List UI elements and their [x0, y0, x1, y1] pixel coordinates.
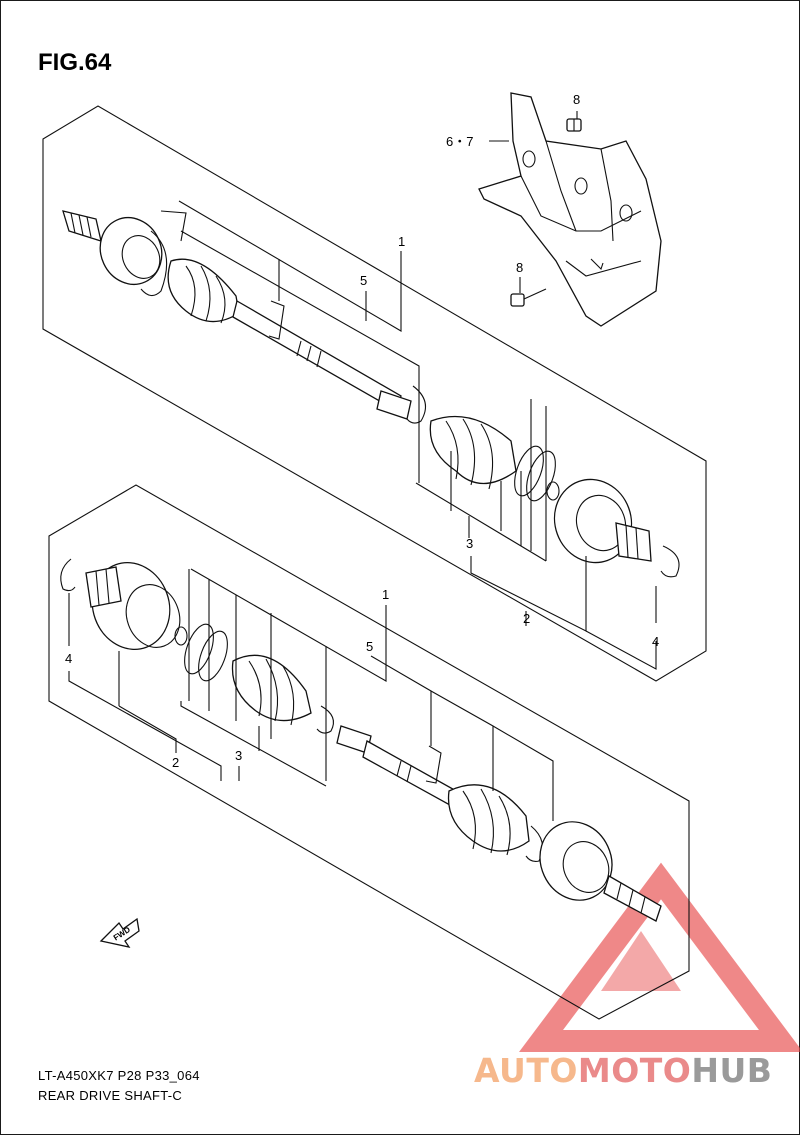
- upper-leader-lines: [178, 200, 657, 670]
- callout-lower-circlip: 4: [65, 651, 72, 666]
- bracket-bolt-bottom: [510, 277, 547, 307]
- callout-upper-joint-kit: 3: [466, 536, 473, 551]
- upper-outer-boot: [167, 258, 240, 324]
- upper-inner-joint: [553, 478, 652, 564]
- callout-lower-joint: 2: [172, 755, 179, 770]
- lower-circlip: [60, 558, 76, 592]
- lower-leader-lines: [68, 568, 554, 821]
- upper-inner-boot: [429, 415, 517, 490]
- lower-inner-joint: [85, 562, 181, 650]
- upper-inner-rings: [514, 445, 560, 502]
- lower-shaft-clip: [425, 745, 442, 784]
- watermark-text: AUTOMOTOHUB: [474, 1051, 772, 1090]
- callout-upper-joint: 2: [523, 611, 530, 626]
- callout-upper-circlip: 4: [652, 634, 659, 649]
- callout-lower-joint-kit: 3: [235, 748, 242, 763]
- upper-shaft-bar: [232, 300, 402, 412]
- upper-outer-spline: [62, 210, 102, 242]
- figure-caption: REAR DRIVE SHAFT-C: [38, 1088, 183, 1103]
- lower-inner-clip: [316, 705, 334, 734]
- callout-bolt-bottom: 8: [516, 260, 523, 275]
- watermark-part-auto: AUTO: [474, 1051, 578, 1090]
- callout-bracket-ref: 6・7: [446, 134, 473, 149]
- lower-inner-boot: [231, 654, 312, 726]
- lower-outer-boot: [447, 784, 530, 856]
- figure-title: FIG.64: [38, 49, 112, 76]
- callout-upper-assembly: 1: [398, 234, 405, 249]
- watermark-logo: [519, 862, 800, 1052]
- fwd-direction-arrow: [99, 917, 140, 948]
- upper-inner-spline: [376, 390, 412, 420]
- lower-assembly-frame: [48, 484, 690, 1020]
- upper-inner-clip: [406, 385, 427, 424]
- callout-lower-boot-kit: 5: [366, 639, 373, 654]
- callout-bolt-top: 8: [573, 92, 580, 107]
- lower-outer-clamp: [525, 825, 544, 862]
- lower-inner-rings: [174, 623, 228, 682]
- lower-outer-joint: [539, 821, 613, 901]
- callout-lower-assembly: 1: [382, 587, 389, 602]
- upper-circlip: [660, 545, 680, 578]
- callout-upper-boot-kit: 5: [360, 273, 367, 288]
- bracket-bolt-top: [566, 111, 582, 132]
- watermark-part-moto: MOTO: [577, 1051, 692, 1090]
- upper-shaft-clip: [268, 300, 285, 340]
- lower-outer-spline: [603, 875, 662, 922]
- upper-outer-joint: [99, 217, 163, 285]
- mounting-bracket: [478, 92, 662, 327]
- watermark-part-hub: HUB: [691, 1051, 773, 1090]
- model-code: LT-A450XK7 P28 P33_064: [38, 1068, 200, 1083]
- upper-assembly-frame: [42, 105, 707, 682]
